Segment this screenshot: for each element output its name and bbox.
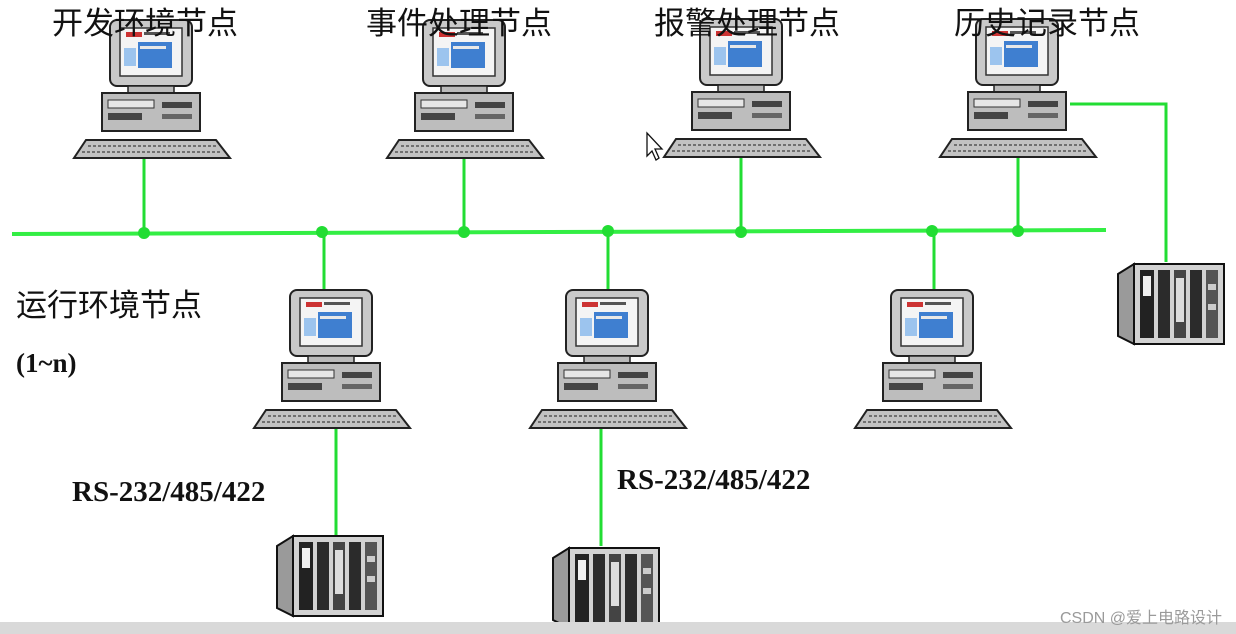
label-dev-node: 开发环境节点	[52, 6, 238, 42]
computer-icon-runtime-1	[253, 289, 411, 429]
computer-icon-runtime-2	[529, 289, 687, 429]
bus-junctions	[138, 225, 1024, 239]
computer-icon-runtime-3	[854, 289, 1012, 429]
plc-rack-icon-history	[1117, 263, 1225, 345]
label-protocol-left: RS-232/485/422	[72, 476, 266, 508]
label-alarm-node: 报警处理节点	[654, 6, 840, 42]
label-runtime-range: (1~n)	[16, 348, 77, 378]
plc-rack-icon-1	[276, 535, 384, 617]
network-bus	[11, 228, 1107, 236]
watermark: CSDN @爱上电路设计	[1059, 610, 1222, 627]
label-protocol-right: RS-232/485/422	[617, 464, 811, 496]
label-event-node: 事件处理节点	[366, 6, 552, 42]
mouse-cursor-icon	[646, 131, 664, 161]
label-runtime-node: 运行环境节点	[16, 288, 202, 324]
plc-rack-icon-2	[552, 547, 660, 629]
label-history-node: 历史记录节点	[954, 6, 1140, 42]
bottom-bar	[0, 622, 1236, 634]
history-plc-link	[1070, 102, 1168, 262]
